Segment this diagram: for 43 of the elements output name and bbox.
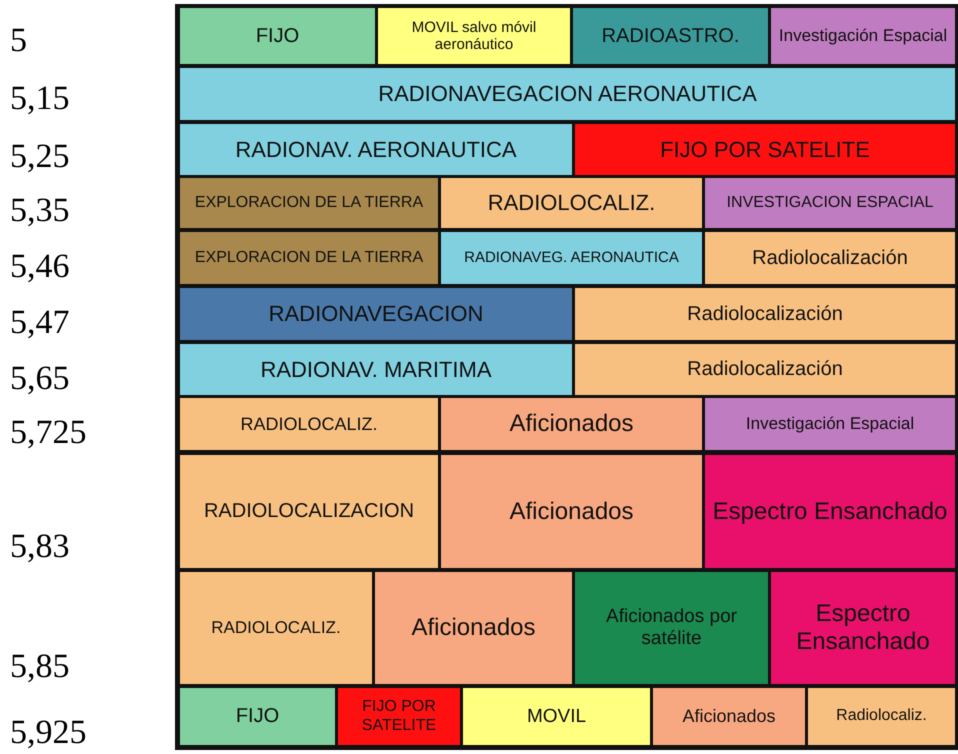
band-cell: Radiolocalización bbox=[575, 344, 955, 395]
band-cell: RADIONAV. MARITIMA bbox=[180, 344, 572, 395]
frequency-label: 5 bbox=[10, 24, 27, 58]
band-cell: Investigación Espacial bbox=[771, 8, 955, 64]
frequency-label: 5,35 bbox=[10, 194, 70, 228]
band-cell: Aficionados bbox=[441, 398, 702, 450]
band-cell: EXPLORACION DE LA TIERRA bbox=[180, 178, 438, 228]
band-cell: RADIOASTRO. bbox=[573, 8, 768, 64]
band-cell: MOVIL bbox=[463, 688, 650, 745]
band-cell: RADIONAV. AERONAUTICA bbox=[180, 124, 572, 175]
band-cell: Radiolocalización bbox=[705, 232, 955, 284]
band-cell: RADIOLOCALIZ. bbox=[180, 398, 438, 450]
frequency-label: 5,47 bbox=[10, 306, 70, 340]
band-cell: RADIONAVEG. AERONAUTICA bbox=[441, 232, 702, 284]
frequency-label: 5,15 bbox=[10, 82, 70, 116]
frequency-label: 5,85 bbox=[10, 650, 70, 684]
frequency-label: 5,46 bbox=[10, 250, 70, 284]
band-cell: Aficionados por satélite bbox=[575, 572, 768, 684]
band-cell: RADIONAVEGACION AERONAUTICA bbox=[180, 68, 955, 120]
band-cell: FIJO POR SATELITE bbox=[575, 124, 955, 175]
band-cell: MOVIL salvo móvil aeronáutico bbox=[378, 8, 570, 64]
band-cell: RADIOLOCALIZ. bbox=[180, 572, 372, 684]
band-cell: Aficionados bbox=[441, 455, 702, 568]
band-cell: FIJO bbox=[180, 8, 375, 64]
frequency-label: 5,925 bbox=[10, 716, 86, 750]
band-cell: Investigación Espacial bbox=[705, 398, 955, 450]
band-cell: RADIONAVEGACION bbox=[180, 288, 572, 340]
frequency-label: 5,65 bbox=[10, 362, 70, 396]
band-cell: Radiolocaliz. bbox=[808, 688, 955, 745]
frequency-label: 5,83 bbox=[10, 530, 70, 564]
frequency-label: 5,725 bbox=[10, 416, 86, 450]
band-cell: Aficionados bbox=[375, 572, 572, 684]
band-cell: RADIOLOCALIZACION bbox=[180, 455, 438, 568]
band-cell: Espectro Ensanchado bbox=[705, 455, 955, 568]
band-cell: RADIOLOCALIZ. bbox=[441, 178, 702, 228]
band-cell: FIJO bbox=[180, 688, 335, 745]
band-cell: INVESTIGACION ESPACIAL bbox=[705, 178, 955, 228]
band-cell: Radiolocalización bbox=[575, 288, 955, 340]
band-cell: Espectro Ensanchado bbox=[771, 572, 955, 684]
band-cell: FIJO POR SATELITE bbox=[338, 688, 460, 745]
frequency-label: 5,25 bbox=[10, 140, 70, 174]
band-cell: EXPLORACION DE LA TIERRA bbox=[180, 232, 438, 284]
band-cell: Aficionados bbox=[653, 688, 805, 745]
